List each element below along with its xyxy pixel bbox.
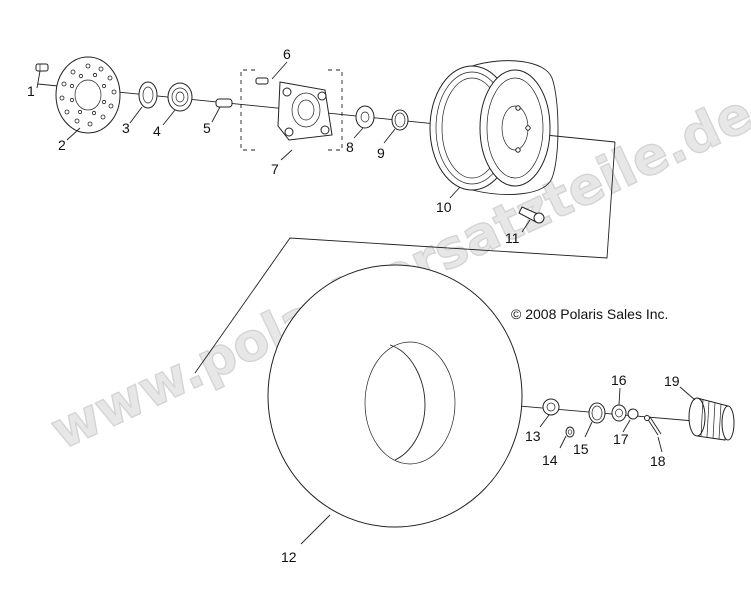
callout-5: 5: [203, 120, 211, 136]
part-8-nut: [355, 105, 375, 129]
part-6-wheel-stud: [255, 77, 269, 85]
callout-13: 13: [525, 428, 541, 444]
part-4-bearing: [167, 82, 193, 112]
part-2-brake-disc: [55, 56, 121, 134]
part-17-castle-nut: [627, 408, 639, 420]
callout-12: 12: [281, 549, 297, 565]
callout-11: 11: [505, 230, 520, 246]
callout-4: 4: [153, 123, 161, 139]
part-16-o-ring: [611, 404, 627, 422]
callout-7: 7: [271, 161, 279, 177]
callout-19: 19: [664, 373, 680, 389]
callout-14: 14: [542, 452, 558, 468]
callout-labels: 1 2 3 4 5 6 7 8 9 10 11 12 13 14 15 16 1…: [27, 46, 680, 565]
callout-2: 2: [58, 137, 66, 153]
callout-leader-lines: [36, 61, 696, 545]
part-7-hub: [277, 81, 333, 141]
copyright-notice: © 2008 Polaris Sales Inc.: [511, 306, 668, 322]
part-9-washer: [391, 109, 409, 131]
part-18-cotter-pin: [644, 415, 662, 436]
callout-18: 18: [650, 453, 666, 469]
callout-9: 9: [377, 145, 385, 161]
callout-15: 15: [573, 441, 589, 457]
part-19-hub-cap: [688, 397, 735, 441]
callout-8: 8: [346, 139, 354, 155]
part-1-bolt: [35, 63, 49, 72]
callout-6: 6: [283, 46, 291, 62]
part-11-valve-stem: [518, 206, 545, 224]
part-3-seal: [138, 81, 158, 109]
callout-10: 10: [436, 199, 452, 215]
callout-3: 3: [122, 120, 130, 136]
callout-17: 17: [613, 431, 629, 447]
part-13-nut: [542, 398, 560, 416]
callout-16: 16: [611, 372, 627, 388]
part-12-tire: [267, 264, 523, 528]
part-5-spacer: [215, 98, 233, 108]
callout-1: 1: [27, 83, 35, 99]
part-10-rim: [429, 60, 559, 195]
part-14-small-nut: [565, 426, 575, 438]
part-15-washer: [588, 402, 606, 424]
